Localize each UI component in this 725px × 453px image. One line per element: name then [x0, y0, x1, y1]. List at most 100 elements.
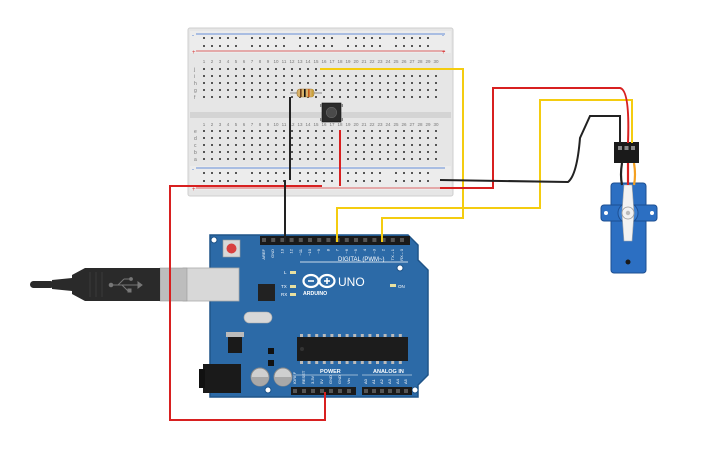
column-number: 12 [289, 122, 295, 127]
header-pin[interactable] [381, 238, 386, 242]
header-pin[interactable] [372, 238, 377, 242]
led-on-label: ON [398, 284, 405, 289]
header-pin[interactable] [317, 238, 322, 242]
wire-red-arduino-5v[interactable] [169, 185, 326, 421]
pin-label: 7 [335, 248, 340, 251]
power-header[interactable] [291, 387, 356, 395]
header-pin[interactable] [289, 238, 294, 242]
column-number: 29 [425, 122, 431, 127]
column-number: 22 [369, 59, 375, 64]
column-number: 17 [329, 122, 335, 127]
arduino-logo [302, 273, 336, 289]
analog-header[interactable] [362, 387, 412, 395]
column-number: 15 [313, 122, 319, 127]
pin-label: TX→1 [390, 248, 395, 260]
column-number: 20 [353, 59, 359, 64]
power-jack[interactable] [203, 364, 241, 393]
column-number: 21 [361, 59, 367, 64]
column-number: 24 [385, 59, 391, 64]
column-number: 3 [219, 59, 222, 64]
wire-red-servo-power[interactable] [440, 87, 630, 189]
pin-label: GND [337, 375, 342, 384]
servo-motor[interactable] [600, 142, 658, 274]
column-number: 29 [425, 59, 431, 64]
pin-label: 12 [289, 248, 294, 253]
wire-yellow-servo-signal[interactable] [336, 99, 633, 242]
servo-horn[interactable] [621, 184, 635, 242]
column-number: 23 [377, 59, 383, 64]
wire-yellow-button-pin2[interactable] [320, 68, 464, 242]
voltage-regulator [228, 337, 242, 353]
header-pin[interactable] [400, 238, 404, 242]
header-pin[interactable] [347, 389, 351, 393]
rail-minus-label-bottom: - [192, 167, 194, 173]
header-pin[interactable] [344, 238, 349, 242]
header-pin[interactable] [311, 389, 315, 393]
column-number: 30 [433, 122, 439, 127]
usb-symbol-icon [108, 277, 143, 293]
header-pin[interactable] [380, 389, 384, 393]
usb-cable[interactable] [30, 267, 240, 302]
column-number: 18 [337, 122, 343, 127]
column-number: 12 [289, 59, 295, 64]
row-letter: g [194, 88, 197, 94]
header-pin[interactable] [388, 389, 392, 393]
header-pin[interactable] [308, 238, 312, 242]
reset-button[interactable] [222, 239, 241, 258]
column-number: 25 [393, 122, 399, 127]
breadboard[interactable]: 1122334455667788991010111112121313141415… [187, 27, 454, 197]
pin-label: ~9 [316, 248, 321, 253]
header-pin[interactable] [329, 389, 333, 393]
header-pin[interactable] [293, 389, 297, 393]
resistor[interactable] [290, 88, 322, 98]
column-number: 4 [227, 122, 230, 127]
column-number: 3 [219, 122, 222, 127]
column-number: 27 [409, 59, 415, 64]
header-pin[interactable] [354, 238, 358, 242]
header-pin[interactable] [390, 238, 395, 242]
header-pin[interactable] [404, 389, 408, 393]
header-pin[interactable] [271, 238, 276, 242]
header-pin[interactable] [320, 389, 324, 393]
rail-plus-label-bottom: + [192, 187, 196, 193]
column-number: 9 [267, 122, 270, 127]
row-letter: i [194, 74, 195, 80]
breadboard-holes [203, 37, 437, 182]
column-number: 7 [251, 59, 254, 64]
brand-label: ARDUINO [303, 291, 327, 297]
row-letter: f [194, 95, 196, 101]
pin-label: AREF [261, 248, 266, 259]
led-rx-label: RX [281, 292, 287, 297]
header-pin[interactable] [262, 238, 266, 242]
column-number: 27 [409, 122, 415, 127]
row-letter: j [193, 67, 195, 73]
model-label: UNO [338, 275, 365, 289]
digital-header[interactable] [260, 236, 410, 245]
header-pin[interactable] [298, 238, 303, 242]
led-on [390, 284, 396, 287]
header-pin[interactable] [396, 389, 400, 393]
column-number: 8 [259, 59, 262, 64]
header-pin[interactable] [326, 238, 331, 242]
pin-label: ~6 [344, 248, 349, 253]
column-number: 10 [273, 122, 279, 127]
column-number: 28 [417, 122, 423, 127]
column-number: 26 [401, 59, 407, 64]
header-pin[interactable] [363, 238, 368, 242]
servo-connector[interactable] [614, 142, 639, 163]
pin-label: A5 [403, 378, 408, 384]
header-pin[interactable] [280, 238, 285, 242]
pin-label: Vin [346, 378, 351, 384]
crystal-oscillator [243, 311, 273, 324]
wire-black-servo-ground[interactable] [439, 115, 621, 184]
header-pin[interactable] [338, 389, 342, 393]
header-pin[interactable] [364, 389, 368, 393]
column-number: 5 [235, 59, 238, 64]
header-pin[interactable] [302, 389, 306, 393]
column-number: 19 [345, 122, 351, 127]
push-button[interactable] [320, 102, 343, 123]
column-number: 4 [227, 59, 230, 64]
header-pin[interactable] [372, 389, 376, 393]
